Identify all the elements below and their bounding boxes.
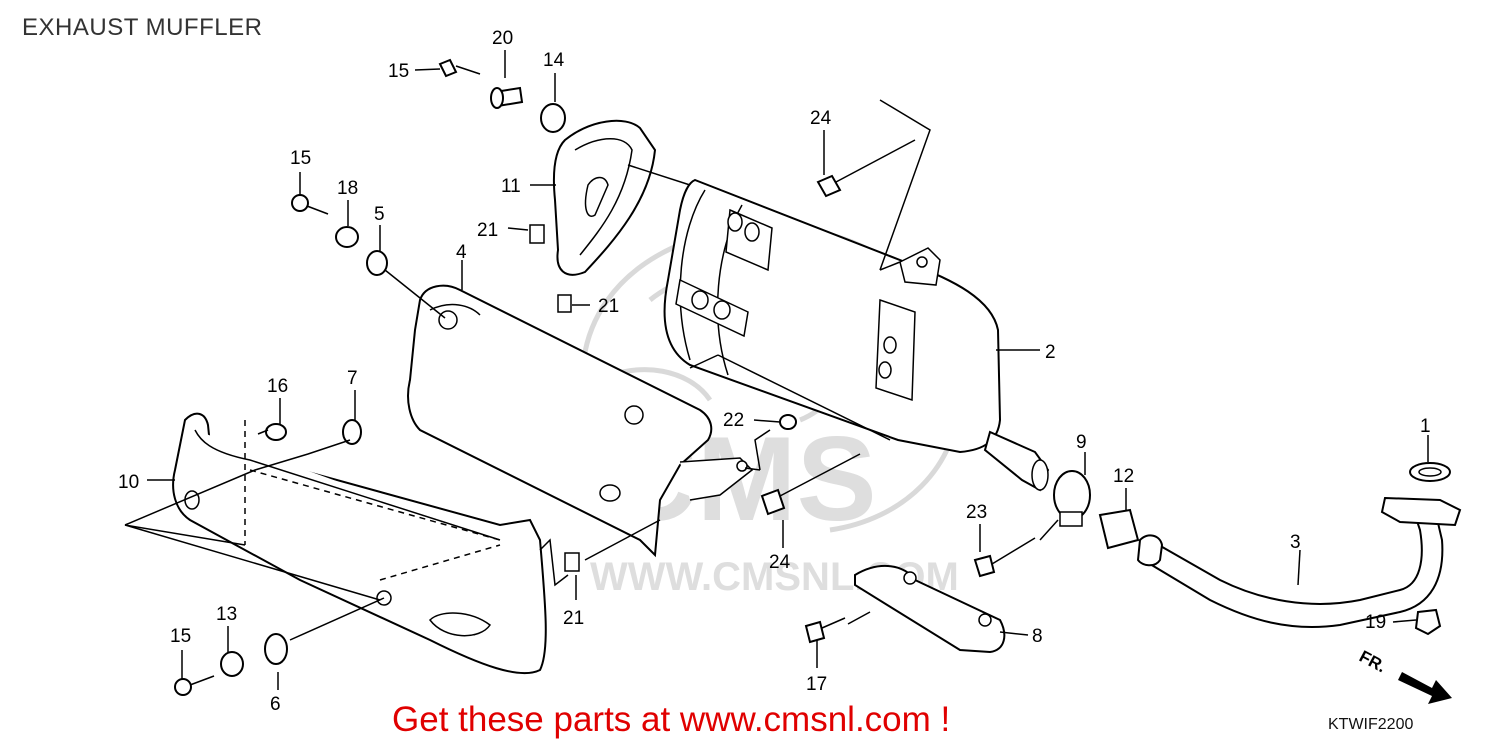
callout-19: 19 — [1365, 612, 1386, 633]
callout-15-top: 15 — [388, 61, 409, 82]
part-5-grommet[interactable] — [366, 250, 388, 276]
front-direction-marker: FR. — [1356, 647, 1452, 704]
callout-11: 11 — [501, 176, 521, 197]
part-15-bolt-bottom[interactable] — [174, 675, 215, 696]
part-21-clip-a[interactable] — [529, 224, 545, 244]
front-arrow-icon — [1398, 672, 1452, 704]
part-16-screw[interactable] — [265, 423, 287, 441]
callouts: 1 2 3 4 5 6 7 8 9 10 11 12 13 14 15 15 1… — [118, 28, 1431, 715]
callout-21-c: 21 — [563, 608, 584, 629]
part-15-bolt-left[interactable] — [291, 194, 329, 215]
part-21-clip-c[interactable] — [564, 552, 580, 572]
part-20-collar[interactable] — [490, 86, 524, 109]
callout-1: 1 — [1420, 416, 1431, 437]
callout-23: 23 — [966, 502, 987, 523]
callout-15-bottom: 15 — [170, 626, 191, 647]
callout-20: 20 — [492, 28, 513, 49]
part-10-lower-cover[interactable] — [172, 412, 547, 675]
page-title: EXHAUST MUFFLER — [22, 14, 263, 41]
callout-15-left: 15 — [290, 148, 311, 169]
leader-lines — [124, 50, 1429, 690]
part-21-clip-b[interactable] — [557, 294, 572, 313]
part-15-bolt-top[interactable] — [438, 58, 481, 78]
callout-22: 22 — [723, 410, 744, 431]
callout-24-top: 24 — [810, 108, 832, 129]
callout-7: 7 — [347, 368, 358, 389]
callout-5: 5 — [374, 204, 385, 225]
part-24-bolt-top[interactable] — [816, 139, 916, 198]
front-label: FR. — [1356, 647, 1389, 677]
callout-2: 2 — [1045, 342, 1056, 363]
callout-14: 14 — [543, 50, 565, 71]
part-8-protector[interactable] — [854, 564, 1006, 654]
callout-24-bottom: 24 — [769, 552, 791, 573]
part-13-collar[interactable] — [220, 651, 244, 677]
callout-13: 13 — [216, 604, 237, 625]
part-14-grommet[interactable] — [540, 103, 566, 133]
callout-3: 3 — [1290, 532, 1301, 553]
callout-18: 18 — [337, 178, 358, 199]
part-24-bolt-bottom[interactable] — [760, 453, 861, 516]
callout-17: 17 — [806, 674, 827, 695]
part-11-heat-shield[interactable] — [552, 119, 657, 276]
callout-4: 4 — [456, 242, 467, 263]
part-19-nut[interactable] — [1414, 608, 1442, 636]
callout-6: 6 — [270, 694, 281, 715]
part-6-grommet[interactable] — [264, 633, 288, 665]
callout-10: 10 — [118, 472, 139, 493]
part-3-exhaust-pipe[interactable] — [1136, 496, 1462, 628]
part-17-bolt[interactable] — [804, 617, 846, 644]
promo-banner[interactable]: Get these parts at www.cmsnl.com ! — [392, 700, 951, 739]
diagram-code: KTWIF2200 — [1328, 716, 1414, 733]
part-22-screw[interactable] — [779, 414, 797, 430]
callout-21-b: 21 — [598, 296, 619, 317]
part-23-bolt[interactable] — [973, 537, 1036, 578]
callout-9: 9 — [1076, 432, 1087, 453]
callout-16: 16 — [267, 376, 288, 397]
part-9-clamp[interactable] — [1053, 470, 1091, 527]
callout-8: 8 — [1032, 626, 1043, 647]
part-18-collar[interactable] — [335, 226, 359, 248]
part-7-grommet[interactable] — [342, 419, 362, 445]
part-2-muffler[interactable] — [663, 178, 1050, 492]
part-4-heat-protector[interactable] — [407, 284, 754, 558]
part-12-gasket[interactable] — [1098, 508, 1140, 550]
callout-21-a: 21 — [477, 220, 498, 241]
callout-12: 12 — [1113, 466, 1134, 487]
part-1-gasket[interactable] — [1409, 462, 1451, 482]
